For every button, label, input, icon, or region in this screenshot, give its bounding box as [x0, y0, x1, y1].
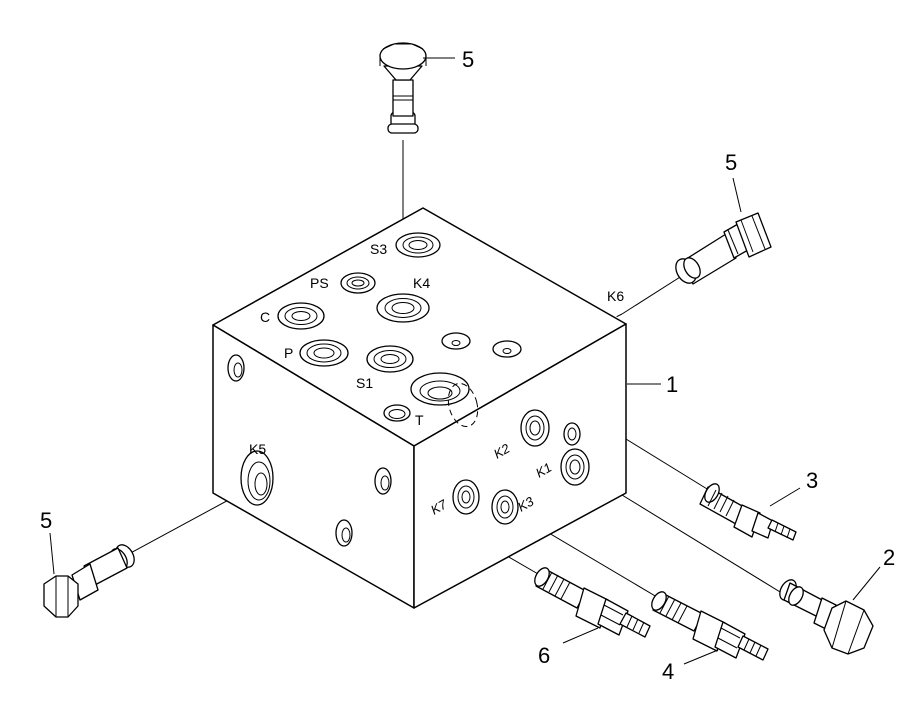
label-s1: S1 [356, 375, 373, 391]
port-small-upper [441, 332, 471, 350]
port-labels: S3 PS K4 C P S1 T K6 K5 K2 K1 K7 K3 [249, 241, 624, 518]
label-k1: K1 [533, 460, 554, 481]
callout-6: 6 [538, 643, 550, 668]
label-k5: K5 [249, 441, 266, 457]
left-face-hole-middle [374, 467, 392, 495]
valve-4 [651, 591, 769, 661]
port-k5 [240, 450, 274, 506]
callout-3: 3 [806, 468, 818, 493]
callout-5-upper-right: 5 [725, 150, 737, 175]
port-small-right [492, 340, 522, 358]
block-right-face [413, 323, 627, 609]
label-t: T [415, 412, 424, 428]
port-k1 [560, 448, 590, 486]
top-face-ports [277, 232, 522, 428]
left-face-ports [227, 354, 392, 547]
label-p: P [284, 345, 293, 361]
label-k6: K6 [607, 288, 624, 304]
port-ps [340, 272, 376, 294]
port-t [383, 404, 411, 422]
callout-leaders [49, 57, 881, 665]
callout-5-left: 5 [40, 508, 52, 533]
label-k3: K3 [515, 493, 537, 514]
label-s3: S3 [370, 241, 387, 257]
port-k4 [376, 293, 430, 323]
plug-2 [779, 579, 874, 655]
valve-3 [699, 483, 797, 541]
port-k6-bore [410, 372, 479, 428]
label-ps: PS [310, 275, 329, 291]
port-k3 [491, 489, 519, 525]
port-s3 [395, 232, 441, 258]
callout-numbers: 5 5 5 1 3 2 6 4 [40, 47, 895, 684]
callout-4: 4 [662, 659, 674, 684]
callout-5-top: 5 [462, 47, 474, 72]
valve-6 [534, 567, 651, 638]
label-k4: K4 [413, 275, 430, 291]
plug-upper-right [675, 212, 772, 285]
port-c [277, 302, 325, 330]
plug-left [43, 544, 135, 618]
port-k2 [520, 409, 550, 447]
callout-1: 1 [666, 372, 678, 397]
right-face-hole-small [563, 422, 581, 446]
left-face-hole-lower [335, 519, 353, 547]
callout-2: 2 [883, 545, 895, 570]
port-p [299, 339, 349, 367]
plug-top [379, 42, 427, 134]
label-k7: K7 [428, 496, 450, 517]
manifold-block [212, 207, 627, 609]
left-face-hole-upper [227, 354, 245, 382]
label-c: C [260, 309, 270, 325]
label-k2: K2 [491, 440, 513, 461]
port-s1 [366, 345, 414, 373]
port-k7 [452, 479, 480, 515]
right-face-ports [452, 409, 590, 525]
